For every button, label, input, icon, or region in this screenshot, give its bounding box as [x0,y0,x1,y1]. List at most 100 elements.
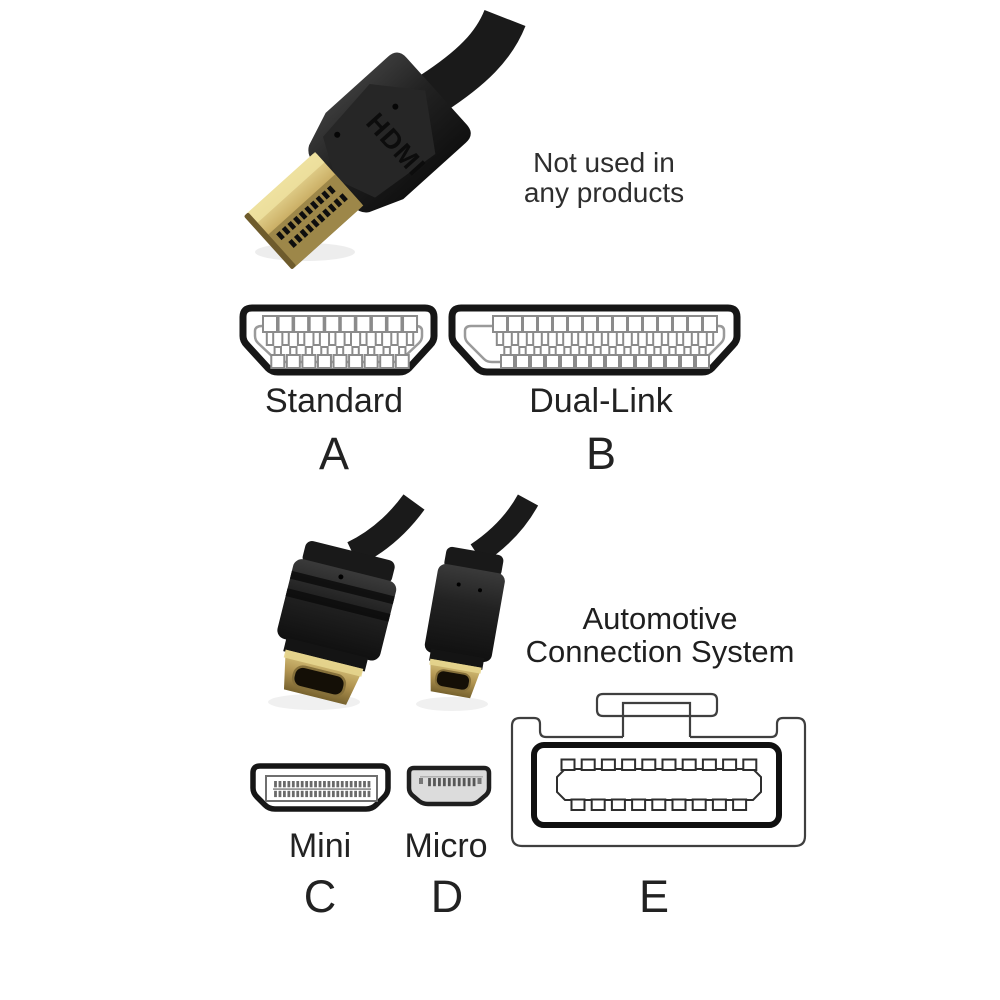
pin [447,778,451,787]
pin [386,315,403,333]
label-standard: Standard [265,382,403,420]
pin [507,315,523,333]
pin [711,798,727,811]
pin [274,790,277,798]
pin [363,781,366,788]
pin [548,346,557,356]
plug-groove [289,570,395,605]
type-c-pins [274,781,371,798]
pin [320,346,329,356]
pin [690,331,700,346]
pin [283,790,286,798]
pin [304,205,314,215]
type-d-diagram [406,765,492,807]
pin [545,354,560,369]
mold-dot [338,574,344,580]
pin [433,778,436,787]
pin [335,346,345,356]
gold-highlight [429,658,482,674]
mold-dot [478,588,483,593]
pin [308,315,325,333]
pin [287,790,291,798]
pin [462,778,466,787]
type-b-pins [492,315,718,369]
pin [398,346,407,356]
type-d-end-notch [477,778,482,784]
pin [349,781,353,788]
pin [277,315,294,333]
pin [653,346,662,356]
pin [701,758,717,771]
label-mini: Mini [288,827,352,865]
pin [273,346,282,356]
pin [492,315,508,333]
pin [300,790,304,798]
pin [691,798,707,811]
pin [533,346,542,356]
pin [354,781,357,788]
pin [283,781,286,788]
pin [278,790,282,798]
pin [340,781,344,788]
pin [296,781,300,788]
pin [590,798,606,811]
pin [702,315,718,333]
connector-opening [434,669,472,692]
mold-dot [334,131,341,138]
pin [600,331,610,346]
pin [405,331,415,346]
pin [631,798,647,811]
pin [642,315,658,333]
pin [580,758,596,771]
plug-body [424,564,505,662]
pin [354,790,357,798]
label-micro: Micro [404,827,488,865]
gold-highlight [283,649,364,677]
mini-plug [277,541,397,705]
pin [638,346,647,356]
pin [672,315,688,333]
pin [608,346,617,356]
type-d-pins [428,778,476,787]
pin [293,215,302,225]
type-a-diagram [239,304,438,376]
pin [339,193,348,203]
pin [394,354,410,369]
pin [340,790,344,798]
pin [355,315,372,333]
plug-shadow [416,697,488,711]
automotive-line-1: Automotive [582,601,738,636]
type-e-housing-outline [510,716,807,848]
plug-collar [302,541,395,584]
pin [363,354,379,369]
pin [318,790,322,798]
pin [645,331,655,346]
pin [285,354,301,369]
pin [680,354,695,369]
pin [681,758,697,771]
pin [683,346,692,356]
pin [525,331,535,346]
pin [358,790,362,798]
pin [668,346,677,356]
pin [495,331,505,346]
pin [301,354,317,369]
pin [348,354,364,369]
pin [331,790,335,798]
type-c-diagram [250,763,391,812]
pin [339,315,356,333]
pin [296,331,306,346]
pin [293,233,303,243]
pin [452,778,456,787]
pin [309,790,313,798]
pin [540,331,550,346]
pin [345,790,349,798]
pin [327,203,337,213]
pin [323,790,326,798]
pin [291,781,295,788]
type-a-pins [262,315,419,369]
pin [331,781,335,788]
pin [467,778,471,787]
note-line-2: any products [523,177,685,208]
